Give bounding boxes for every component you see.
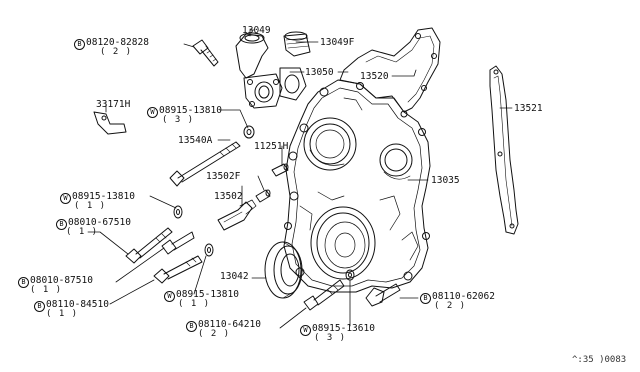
gasket-13050 xyxy=(280,68,306,100)
thermostat-13049f xyxy=(284,32,310,56)
bolt-08010-67510 xyxy=(126,228,172,263)
callout-13042: 13042 xyxy=(220,271,249,282)
callout-11251h: 11251H xyxy=(254,141,289,152)
bolt-symbol-icon: B xyxy=(34,301,45,312)
washer-symbol-icon: W xyxy=(60,193,71,204)
callout-13540a: 13540A xyxy=(178,135,213,146)
bolt-13540a xyxy=(170,142,240,186)
part-number: 08110-84510 xyxy=(46,299,109,310)
callout-13050: 13050 xyxy=(305,67,334,78)
part-number: 08915-13610 xyxy=(312,323,375,334)
washer-08915-3 xyxy=(244,126,254,138)
callout-13520: 13520 xyxy=(360,71,389,82)
washer-08915-1a xyxy=(174,206,182,218)
washer-08915-1b xyxy=(205,244,213,256)
callout-08915-c-qty: ( 1 ) xyxy=(178,299,211,309)
dowel-11251h xyxy=(272,164,288,176)
gasket-13520 xyxy=(340,28,440,112)
callout-33171h: 33171H xyxy=(96,99,131,110)
washer-symbol-icon: W xyxy=(164,291,175,302)
callout-08010-b-qty: ( 1 ) xyxy=(30,285,63,295)
washer-symbol-icon: W xyxy=(300,325,311,336)
diagram-code: ^:35 )0083 xyxy=(572,355,627,365)
callout-08110-c-qty: ( 2 ) xyxy=(198,329,231,339)
callout-08915-a-qty: ( 3 ) xyxy=(162,115,195,125)
bolt-symbol-icon: B xyxy=(74,39,85,50)
bolt-08110-84510 xyxy=(154,256,202,283)
callout-08915-d-qty: ( 3 ) xyxy=(314,333,347,343)
callout-13049: 13049 xyxy=(242,25,271,36)
callout-08915-b-qty: ( 1 ) xyxy=(74,201,107,211)
callout-13035: 13035 xyxy=(431,175,460,186)
bolt-08010-87510 xyxy=(162,232,194,254)
callout-08010-a-qty: ( 1 ) xyxy=(66,227,99,237)
callout-13049f: 13049F xyxy=(320,37,355,48)
callout-13502f: 13502F xyxy=(206,171,241,182)
part-number: 08915-13810 xyxy=(159,105,222,116)
bolt-symbol-icon: B xyxy=(186,321,197,332)
callout-13502: 13502 xyxy=(214,191,243,202)
callout-08110-b-qty: ( 2 ) xyxy=(434,301,467,311)
gasket-13521 xyxy=(490,66,518,234)
oil-seal-13042 xyxy=(265,242,302,298)
part-number: 08110-62062 xyxy=(432,291,495,302)
callout-08120-qty: ( 2 ) xyxy=(100,47,133,57)
water-outlet-13049 xyxy=(236,33,282,108)
stud-13502f xyxy=(256,190,270,202)
part-number: 08010-87510 xyxy=(30,275,93,286)
part-number: 08010-67510 xyxy=(68,217,131,228)
bolt-08120-82828 xyxy=(193,40,218,66)
leader-lines xyxy=(88,30,512,328)
tensioner-13502 xyxy=(218,200,256,230)
callout-13521: 13521 xyxy=(514,103,543,114)
bolt-08110-62062 xyxy=(366,284,400,306)
bolt-symbol-icon: B xyxy=(420,293,431,304)
bracket-33171h xyxy=(94,112,126,134)
washer-symbol-icon: W xyxy=(147,107,158,118)
front-cover-13035 xyxy=(284,80,430,292)
callout-08110-a-qty: ( 1 ) xyxy=(46,309,79,319)
bolt-08110-64210 xyxy=(304,280,344,310)
part-number: 08120-82828 xyxy=(86,37,149,48)
part-number: 08915-13810 xyxy=(72,191,135,202)
part-number: 08915-13810 xyxy=(176,289,239,300)
part-number: 08110-64210 xyxy=(198,319,261,330)
bolt-symbol-icon: B xyxy=(56,219,67,230)
bolt-symbol-icon: B xyxy=(18,277,29,288)
